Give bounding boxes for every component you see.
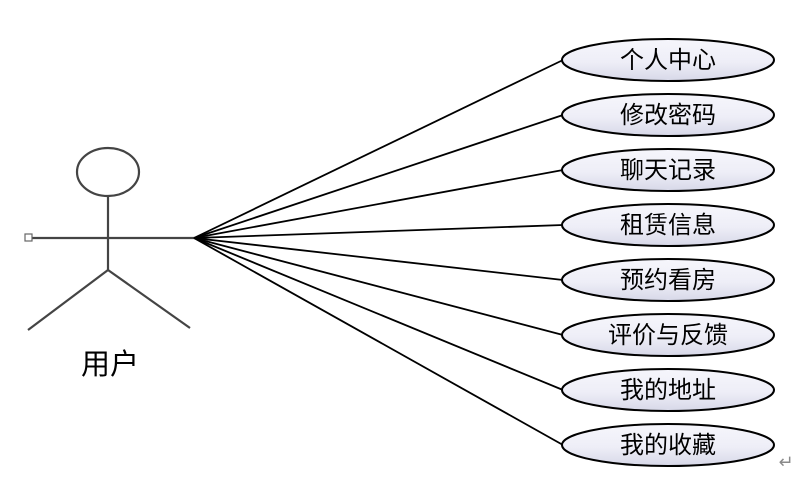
association-line bbox=[193, 237, 564, 391]
use-case-ellipse bbox=[561, 423, 775, 467]
actor-left-leg bbox=[27, 269, 109, 331]
use-case-ellipse bbox=[561, 313, 775, 357]
association-line bbox=[193, 59, 564, 239]
use-case-label: 租赁信息 bbox=[620, 211, 716, 239]
use-case: 我的收藏 bbox=[561, 423, 775, 467]
actor-right-leg bbox=[107, 269, 191, 329]
use-case: 聊天记录 bbox=[561, 148, 775, 192]
use-case: 我的地址 bbox=[561, 368, 775, 412]
association-line bbox=[193, 224, 564, 239]
association-line bbox=[193, 237, 564, 281]
use-case: 评价与反馈 bbox=[561, 313, 775, 357]
paragraph-end-mark: ↵ bbox=[778, 452, 793, 473]
use-case-label: 个人中心 bbox=[620, 46, 716, 74]
use-case-ellipse bbox=[561, 38, 775, 82]
association-lines bbox=[193, 59, 564, 446]
use-case: 修改密码 bbox=[561, 93, 775, 137]
actor-anchor-handle bbox=[24, 233, 33, 242]
use-case-ellipse bbox=[561, 258, 775, 302]
use-case-ellipse bbox=[561, 203, 775, 247]
use-case: 预约看房 bbox=[561, 258, 775, 302]
actor-figure bbox=[27, 146, 194, 331]
use-case-ellipse bbox=[561, 93, 775, 137]
use-case-label: 预约看房 bbox=[620, 266, 716, 294]
actor-head bbox=[75, 146, 141, 198]
use-case-ellipse bbox=[561, 368, 775, 412]
association-line bbox=[193, 169, 564, 239]
use-case-label: 修改密码 bbox=[620, 101, 716, 129]
use-case-label: 我的收藏 bbox=[620, 431, 716, 459]
association-line bbox=[193, 114, 564, 239]
use-case-label: 评价与反馈 bbox=[608, 321, 728, 349]
actor-name: 用户 bbox=[81, 347, 139, 381]
association-line bbox=[193, 237, 564, 336]
use-case: 个人中心 bbox=[561, 38, 775, 82]
use-case-label: 聊天记录 bbox=[620, 156, 716, 184]
association-line bbox=[193, 237, 564, 446]
use-case: 租赁信息 bbox=[561, 203, 775, 247]
use-case-label: 我的地址 bbox=[620, 376, 716, 404]
use-case-ellipse bbox=[561, 148, 775, 192]
